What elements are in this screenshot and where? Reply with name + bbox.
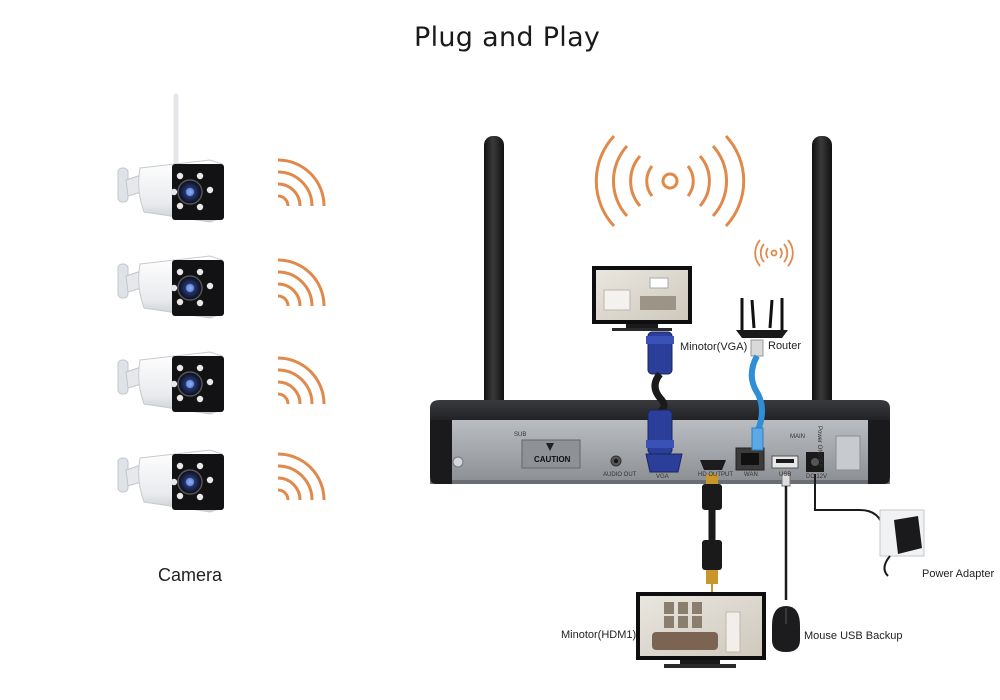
power-adapter: [815, 474, 924, 576]
caution-label: CAUTION: [534, 455, 570, 464]
router-label: Router: [768, 340, 801, 352]
camera-4: [118, 450, 224, 512]
camera-1: [118, 96, 224, 222]
usb-mouse: [772, 474, 800, 652]
monitor-hdmi-label: Minotor(HDM1): [561, 629, 636, 641]
camera-3: [118, 352, 224, 414]
monitor-vga-label: Minotor(VGA): [680, 341, 747, 353]
page-title: Plug and Play: [414, 22, 600, 53]
hd-output-label: HD OUTPUT: [698, 472, 733, 478]
dc-port-label: DC 12V: [806, 474, 827, 480]
wifi-signal-icon: [278, 358, 324, 404]
sub-antenna-label: SUB: [514, 432, 526, 438]
camera-2: [118, 256, 224, 318]
power-switch-label: Power ON/OFF: [816, 426, 822, 467]
broadcast-signal-icon: [596, 136, 743, 226]
vga-port-label: VGA: [656, 474, 669, 480]
camera-label: Camera: [158, 565, 222, 586]
main-antenna-label: MAIN: [790, 434, 805, 440]
wifi-signal-icon: [278, 260, 324, 306]
vga-cable: [646, 332, 674, 454]
hdmi-cable: [702, 474, 722, 594]
router: [736, 298, 788, 338]
audio-out-label: AUDIO OUT: [603, 472, 636, 478]
wifi-signal-icon: [278, 454, 324, 500]
vga-monitor: [592, 266, 692, 331]
lan-cable: [751, 340, 763, 450]
hdmi-monitor: [636, 592, 766, 668]
usb-port-label: USB: [779, 472, 791, 478]
wifi-signal-icon: [278, 160, 324, 206]
router-signal-icon: [755, 240, 793, 266]
wan-port-label: WAN: [744, 472, 758, 478]
power-adapter-label: Power Adapter: [922, 568, 994, 580]
mouse-label: Mouse USB Backup: [804, 630, 902, 642]
